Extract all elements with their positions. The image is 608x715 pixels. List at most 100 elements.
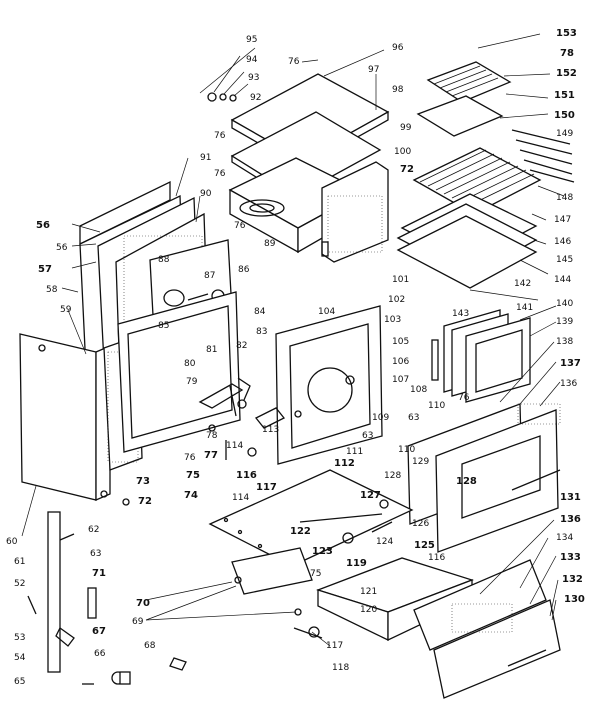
label-81: 81 (206, 345, 217, 355)
label-76c: 76 (214, 169, 226, 179)
label-65: 65 (14, 677, 25, 687)
label-53: 53 (14, 633, 25, 643)
label-83: 83 (256, 327, 267, 337)
label-90: 90 (200, 189, 212, 199)
label-96: 96 (392, 43, 404, 53)
oven-front-frame (275, 305, 383, 465)
label-84: 84 (254, 307, 266, 317)
label-63: 63 (362, 431, 373, 441)
label-59: 59 (60, 305, 72, 315)
label-131: 131 (560, 492, 581, 503)
label-104: 104 (318, 307, 335, 317)
label-62: 62 (88, 525, 99, 535)
label-145: 145 (556, 255, 573, 265)
label-139: 139 (556, 317, 573, 327)
label-72: 72 (400, 164, 414, 175)
label-60: 60 (6, 537, 18, 547)
label-126: 126 (412, 519, 429, 529)
label-140: 140 (556, 299, 573, 309)
drawer-front (413, 559, 561, 699)
label-80: 80 (184, 359, 196, 369)
label-72b: 72 (138, 496, 152, 507)
label-78: 78 (206, 431, 218, 441)
label-75: 75 (186, 470, 200, 481)
label-141: 141 (516, 303, 533, 313)
label-94: 94 (246, 55, 258, 65)
label-125: 125 (414, 540, 435, 551)
label-56: 56 (36, 220, 50, 231)
label-63b: 63 (408, 413, 419, 423)
label-132: 132 (562, 574, 583, 585)
label-100: 100 (394, 147, 411, 157)
label-92: 92 (250, 93, 261, 103)
label-116: 116 (236, 470, 257, 481)
label-76d: 76 (234, 221, 246, 231)
label-101: 101 (392, 275, 409, 285)
label-116b: 116 (428, 553, 445, 563)
label-127: 127 (360, 490, 381, 501)
label-144: 144 (554, 275, 571, 285)
door-glass-assembly (431, 309, 531, 403)
label-114: 114 (226, 441, 243, 451)
gas-valve-assembly (198, 377, 286, 460)
broiler-pan (416, 61, 512, 137)
label-87: 87 (204, 271, 215, 281)
label-109: 109 (372, 413, 389, 423)
label-105: 105 (392, 337, 409, 347)
label-85: 85 (158, 321, 169, 331)
label-121: 121 (360, 587, 377, 597)
label-98: 98 (392, 85, 404, 95)
label-136: 136 (560, 379, 577, 389)
label-108: 108 (410, 385, 427, 395)
broiler-liner (208, 469, 414, 567)
label-152: 152 (556, 68, 577, 79)
label-148: 148 (556, 193, 573, 203)
label-113: 113 (262, 425, 279, 435)
label-69: 69 (132, 617, 144, 627)
front-side-panel (19, 333, 111, 501)
oven-back-panel (117, 291, 241, 453)
label-56b: 56 (56, 243, 68, 253)
label-99: 99 (400, 123, 412, 133)
label-61: 61 (14, 557, 25, 567)
leveling-hardware (27, 490, 323, 685)
label-149: 149 (556, 129, 573, 139)
label-63c: 63 (90, 549, 101, 559)
label-91: 91 (200, 153, 211, 163)
label-97: 97 (368, 65, 379, 75)
label-117b: 117 (326, 641, 343, 651)
label-77: 77 (204, 450, 218, 461)
label-137: 137 (560, 358, 581, 369)
label-79: 79 (186, 377, 198, 387)
label-57: 57 (38, 264, 52, 275)
label-76e: 76 (184, 453, 196, 463)
side-bracket (321, 161, 389, 263)
label-153: 153 (556, 28, 577, 39)
label-58: 58 (46, 285, 58, 295)
label-117: 117 (256, 482, 277, 493)
label-114b: 114 (232, 493, 249, 503)
label-82: 82 (236, 341, 247, 351)
label-107: 107 (392, 375, 409, 385)
label-78b: 78 (560, 48, 574, 59)
label-106: 106 (392, 357, 409, 367)
label-119: 119 (346, 558, 367, 569)
part-number-labels: 95 94 93 92 76 96 97 98 99 100 72 76 76 … (6, 28, 585, 687)
label-111: 111 (346, 447, 363, 457)
label-150: 150 (554, 110, 575, 121)
label-124: 124 (376, 537, 393, 547)
label-122: 122 (290, 526, 311, 537)
label-102: 102 (388, 295, 405, 305)
label-103: 103 (384, 315, 401, 325)
label-143: 143 (452, 309, 469, 319)
label-89: 89 (264, 239, 276, 249)
oven-burner (299, 499, 393, 544)
label-75b: 75 (310, 569, 321, 579)
label-95: 95 (246, 35, 257, 45)
label-76: 76 (288, 57, 300, 67)
label-76f: 76 (458, 393, 470, 403)
label-66: 66 (94, 649, 106, 659)
label-68: 68 (144, 641, 156, 651)
label-110: 110 (428, 401, 445, 411)
